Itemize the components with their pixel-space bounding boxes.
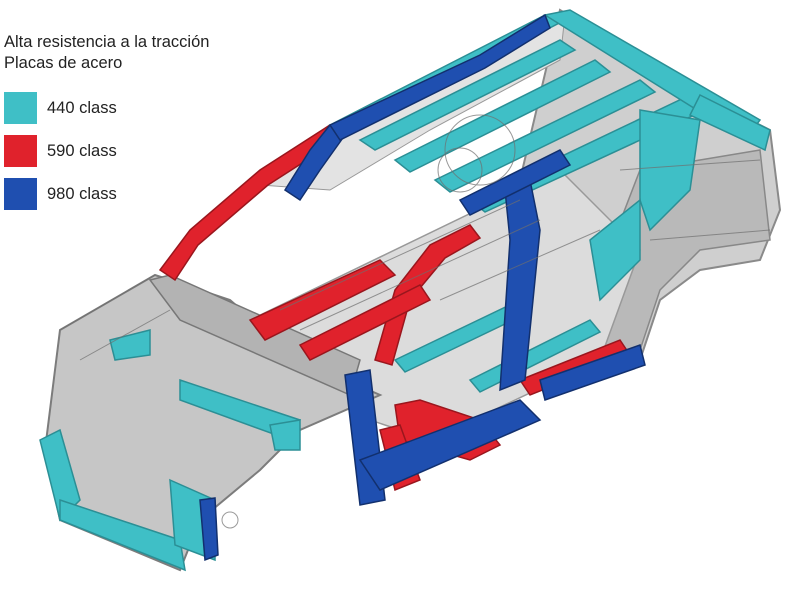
legend-item-980: 980 class — [4, 178, 117, 210]
legend-label-980: 980 class — [47, 184, 117, 203]
legend-label-590: 590 class — [47, 141, 117, 160]
legend-swatch-980 — [4, 178, 37, 210]
legend-item-440: 440 class — [4, 92, 117, 124]
legend-title-line-1: Alta resistencia a la tracción — [4, 33, 210, 51]
steel-980-parts — [199, 13, 646, 562]
legend: Alta resistencia a la tracción Placas de… — [4, 32, 209, 210]
legend-title-line-2: Placas de acero — [4, 54, 123, 72]
legend-item-590: 590 class — [4, 135, 117, 167]
legend-swatch-440 — [4, 92, 37, 124]
legend-label-440: 440 class — [47, 98, 117, 117]
legend-swatch-590 — [4, 135, 37, 167]
body-detail-lines — [59, 114, 771, 529]
legend-title: Alta resistencia a la tracción Placas de… — [4, 32, 209, 74]
